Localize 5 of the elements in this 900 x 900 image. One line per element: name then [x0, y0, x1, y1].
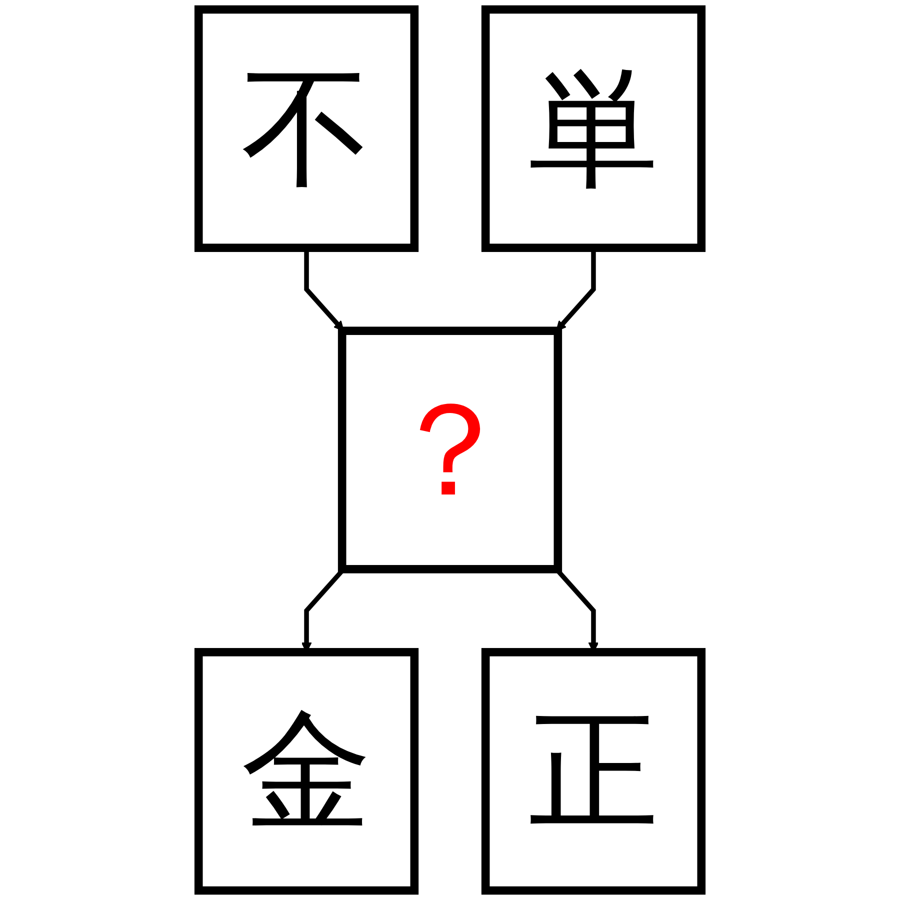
node-box: 正	[481, 648, 706, 895]
node-box: 不	[194, 5, 419, 252]
node-box: 金	[194, 648, 419, 895]
node-box: ？	[338, 326, 562, 574]
node-box: 単	[481, 5, 706, 252]
